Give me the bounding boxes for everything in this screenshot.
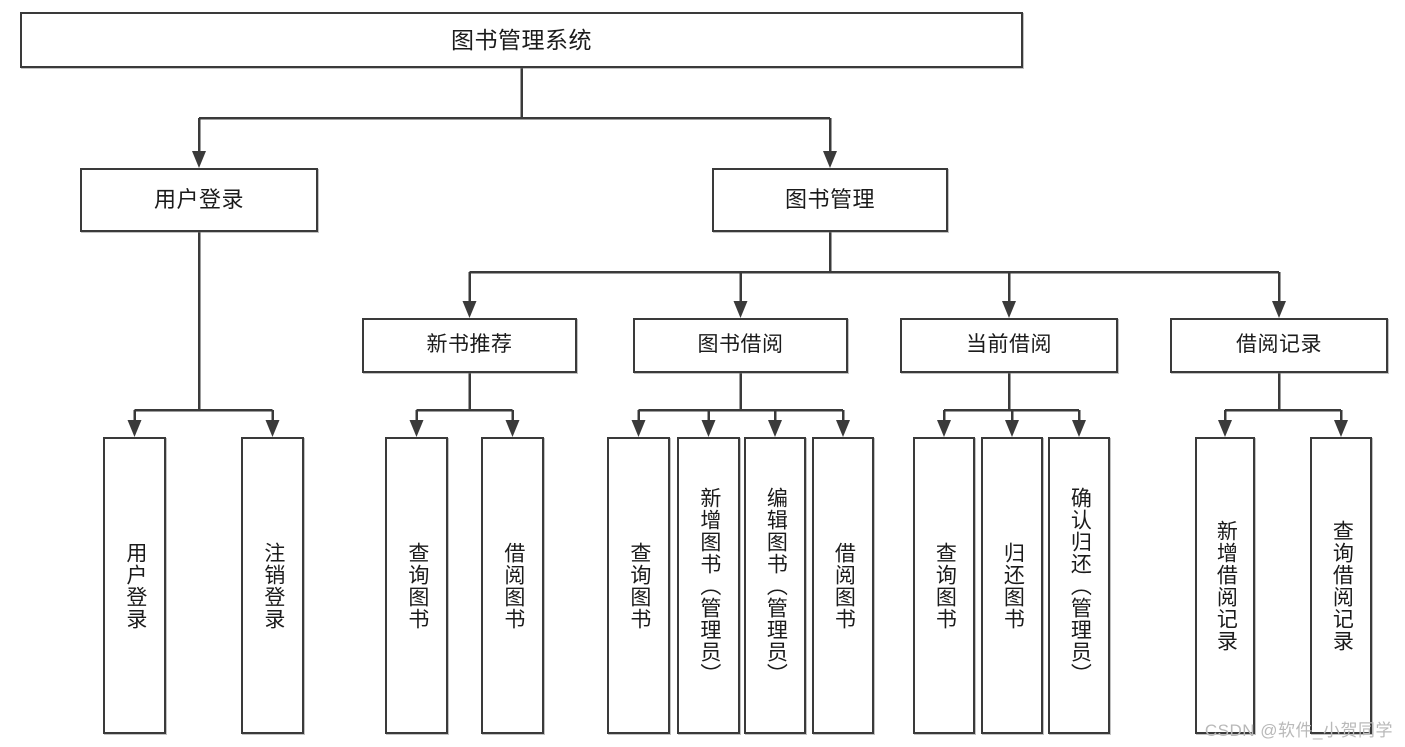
node-leaf-add-record[interactable]: 新增借阅记录 bbox=[1195, 437, 1255, 734]
node-book-borrow-label: 图书借阅 bbox=[697, 333, 784, 357]
node-leaf-confirm-return[interactable]: 确认归还（管理员） bbox=[1048, 437, 1110, 734]
node-user-login-label: 用户登录 bbox=[153, 187, 244, 213]
node-borrow-record-label: 借阅记录 bbox=[1236, 333, 1322, 357]
node-leaf-borrow-book[interactable]: 借阅图书 bbox=[812, 437, 874, 734]
node-root[interactable]: 图书管理系统 bbox=[20, 12, 1023, 68]
node-leaf-user-logout[interactable]: 注销登录 bbox=[241, 437, 304, 734]
node-borrow-record[interactable]: 借阅记录 bbox=[1170, 318, 1388, 373]
node-leaf-query-book-cur-label: 查询图书 bbox=[933, 541, 957, 630]
node-leaf-add-record-label: 新增借阅记录 bbox=[1214, 519, 1238, 652]
node-leaf-query-book-rec-label: 查询图书 bbox=[405, 541, 429, 630]
node-leaf-edit-book[interactable]: 编辑图书（管理员） bbox=[744, 437, 806, 734]
node-leaf-query-record-label: 查询借阅记录 bbox=[1330, 519, 1354, 652]
node-leaf-user-logout-label: 注销登录 bbox=[261, 541, 285, 630]
node-book-manage-label: 图书管理 bbox=[784, 187, 875, 213]
node-leaf-add-book-label: 新增图书（管理员） bbox=[697, 486, 721, 685]
node-user-login[interactable]: 用户登录 bbox=[80, 168, 318, 232]
node-leaf-borrow-book-rec-label: 借阅图书 bbox=[501, 541, 525, 630]
node-leaf-user-login[interactable]: 用户登录 bbox=[103, 437, 166, 734]
node-leaf-query-record[interactable]: 查询借阅记录 bbox=[1310, 437, 1372, 734]
node-root-label: 图书管理系统 bbox=[451, 26, 592, 53]
node-leaf-return-book-label: 归还图书 bbox=[1001, 541, 1025, 630]
csdn-watermark: CSDN @软件_小贺同学 bbox=[1204, 721, 1393, 740]
node-leaf-add-book[interactable]: 新增图书（管理员） bbox=[677, 437, 740, 734]
node-book-manage[interactable]: 图书管理 bbox=[712, 168, 948, 232]
node-new-book-recommend[interactable]: 新书推荐 bbox=[362, 318, 577, 373]
node-leaf-query-book-label: 查询图书 bbox=[627, 541, 651, 630]
node-current-borrow[interactable]: 当前借阅 bbox=[900, 318, 1118, 373]
node-leaf-borrow-book-rec[interactable]: 借阅图书 bbox=[481, 437, 544, 734]
node-leaf-edit-book-label: 编辑图书（管理员） bbox=[764, 486, 788, 685]
node-leaf-return-book[interactable]: 归还图书 bbox=[981, 437, 1043, 734]
node-leaf-query-book[interactable]: 查询图书 bbox=[607, 437, 670, 734]
node-leaf-user-login-label: 用户登录 bbox=[123, 541, 147, 630]
node-leaf-query-book-rec[interactable]: 查询图书 bbox=[385, 437, 448, 734]
node-leaf-query-book-cur[interactable]: 查询图书 bbox=[913, 437, 975, 734]
node-leaf-borrow-book-label: 借阅图书 bbox=[832, 541, 856, 630]
node-current-borrow-label: 当前借阅 bbox=[966, 333, 1052, 357]
node-leaf-confirm-return-label: 确认归还（管理员） bbox=[1068, 486, 1092, 685]
node-book-borrow[interactable]: 图书借阅 bbox=[633, 318, 848, 373]
node-new-book-recommend-label: 新书推荐 bbox=[426, 333, 513, 357]
